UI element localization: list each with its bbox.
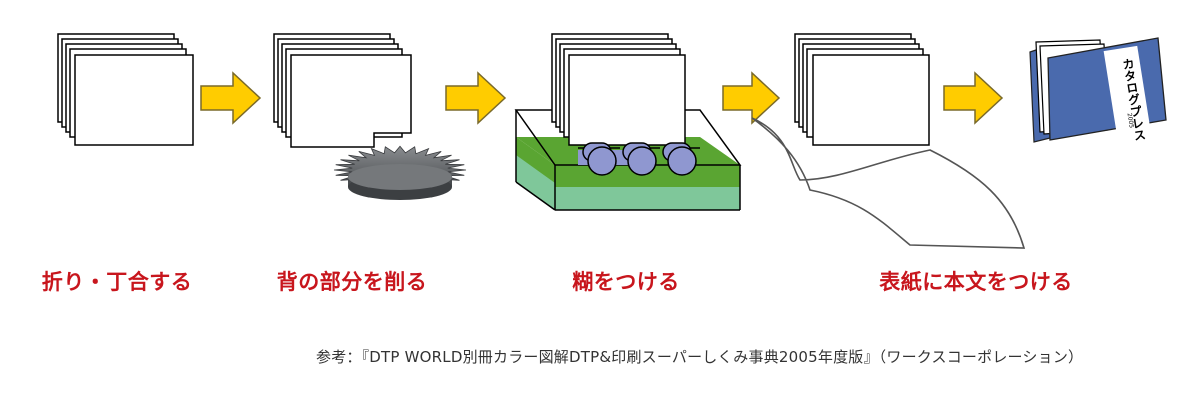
glue-roller-3: [667, 146, 697, 176]
reference-footnote: 参考：『DTP WORLD別冊カラー図解DTP&印刷スーパーしくみ事典2005年…: [316, 348, 1084, 366]
step-label-attach-cover: 表紙に本文をつける: [879, 270, 1073, 294]
glue-rollers: [578, 142, 700, 176]
glue-roller-2: [627, 146, 657, 176]
step-label-cut-spine: 背の部分を削る: [276, 270, 428, 294]
arrow-right-icon-4: [943, 71, 1004, 125]
signature-stack-3: [551, 33, 686, 146]
cover-sheet: [751, 117, 1026, 249]
arrow-right-icon-3: [722, 71, 781, 125]
arrow-right-icon-1: [200, 71, 262, 125]
arrow-right-icon-2: [445, 71, 507, 125]
step-label-fold-collate: 折り・丁合する: [41, 270, 193, 294]
book-subtext: 2005: [1126, 112, 1135, 128]
glue-roller-1: [587, 146, 617, 176]
signature-stack-2: [273, 33, 412, 148]
signature-stack-1: [57, 33, 194, 146]
spine-cutter-blade-icon: [333, 145, 467, 200]
bound-book-icon: カタログプレス 2005: [1029, 37, 1167, 143]
step-label-apply-glue: 糊をつける: [572, 270, 680, 294]
signature-stack-4: [794, 33, 930, 146]
